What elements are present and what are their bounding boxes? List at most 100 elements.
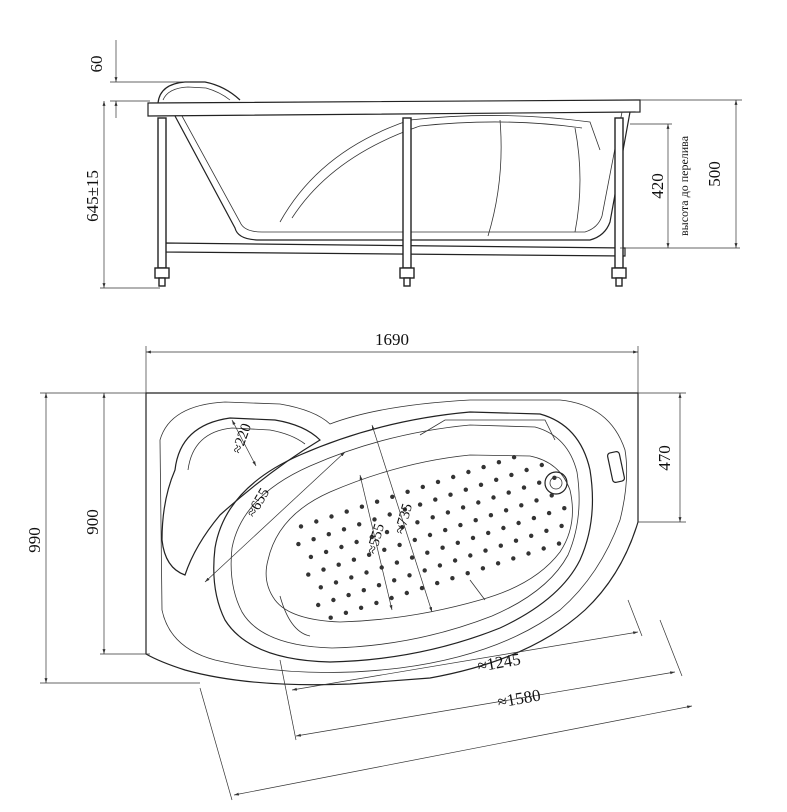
jet-hole xyxy=(372,517,377,522)
jet-hole xyxy=(524,467,529,473)
jet-hole xyxy=(511,556,516,561)
dim-overflow-note: высота до перелива xyxy=(677,135,691,236)
dim-overflow-label: 420 xyxy=(648,173,667,199)
jet-hole xyxy=(404,590,409,596)
jet-hole xyxy=(552,475,557,480)
jet-hole xyxy=(420,484,425,490)
jet-hole xyxy=(521,485,527,490)
jet-hole xyxy=(331,597,336,603)
jet-hole xyxy=(519,503,524,508)
jet-hole xyxy=(440,545,445,550)
jet-hole xyxy=(308,554,314,560)
jet-hole xyxy=(405,489,410,494)
jet-hole xyxy=(425,550,430,555)
jet-hole xyxy=(539,462,544,468)
jet-hole xyxy=(349,575,354,580)
jet-hole xyxy=(339,544,344,550)
jet-hole xyxy=(529,533,534,538)
jet-hole xyxy=(314,519,319,524)
jet-hole xyxy=(427,532,433,538)
jet-hole xyxy=(306,572,311,577)
jet-hole xyxy=(358,605,364,610)
jet-hole xyxy=(298,524,304,529)
hydromassage-jets xyxy=(296,455,567,620)
jet-hole xyxy=(513,538,519,543)
jet-hole xyxy=(526,551,531,556)
jet-hole xyxy=(364,570,369,575)
side-leg-2 xyxy=(402,117,412,269)
jet-hole xyxy=(478,482,484,487)
jet-hole xyxy=(466,469,471,475)
jet-hole xyxy=(503,508,509,513)
jet-hole xyxy=(495,561,501,566)
jet-hole xyxy=(382,547,387,552)
jet-hole xyxy=(323,549,329,555)
jet-hole xyxy=(346,592,351,598)
jet-hole xyxy=(359,504,365,509)
dim-headrest-depth-label: ≈220 xyxy=(229,421,255,455)
jet-hole xyxy=(328,615,333,620)
jet-hole xyxy=(409,555,415,560)
jet-hole xyxy=(407,573,412,578)
jet-hole xyxy=(344,509,349,514)
jet-hole xyxy=(390,494,395,499)
drain-icon xyxy=(544,471,568,495)
jet-hole xyxy=(455,540,460,545)
jet-hole xyxy=(509,472,514,478)
jet-hole xyxy=(516,520,521,526)
dim-width-label: 990 xyxy=(25,527,44,553)
jet-hole xyxy=(534,498,539,503)
jet-hole xyxy=(443,527,448,533)
dim-headrest-label: 60 xyxy=(87,56,106,73)
jet-hole xyxy=(357,522,362,527)
jet-hole xyxy=(476,500,481,505)
dim-bowl-length-label: ≈1245 xyxy=(476,649,522,675)
jet-hole xyxy=(473,518,478,523)
jet-hole xyxy=(296,541,301,547)
dim-diagonal-length-label: ≈1580 xyxy=(496,685,542,711)
jet-hole xyxy=(376,583,382,588)
jet-hole xyxy=(437,563,443,568)
jet-hole xyxy=(549,493,554,498)
jet-hole xyxy=(541,546,546,551)
jet-hole xyxy=(321,567,326,572)
jet-hole xyxy=(496,460,502,465)
jet-hole xyxy=(483,548,488,553)
dim-length-label: 1690 xyxy=(375,330,409,349)
jet-hole xyxy=(329,514,334,519)
jet-hole xyxy=(450,576,455,581)
jet-hole xyxy=(387,512,392,517)
side-headrest xyxy=(157,81,241,104)
jet-hole xyxy=(435,580,440,586)
side-leg-1 xyxy=(157,117,167,269)
jet-hole xyxy=(374,499,380,504)
jet-hole xyxy=(445,510,451,515)
jet-hole xyxy=(354,539,359,545)
jet-hole xyxy=(311,537,316,542)
jet-hole xyxy=(448,492,453,497)
jet-hole xyxy=(415,520,420,525)
jet-hole xyxy=(506,490,511,495)
side-tub-body xyxy=(174,111,631,241)
dim-inner-width-label: 900 xyxy=(83,509,102,535)
jet-hole xyxy=(463,487,468,492)
jet-hole xyxy=(460,505,466,510)
dim-narrow-end-label: 470 xyxy=(655,445,674,471)
jet-hole xyxy=(544,528,549,533)
jet-hole xyxy=(486,530,491,536)
jet-hole xyxy=(318,585,323,590)
jet-hole xyxy=(537,480,542,485)
jet-hole xyxy=(422,568,427,573)
jet-hole xyxy=(562,506,567,511)
top-view: 1690 990 900 470 ≈220 ≈655 ≈735 ≈555 ≈12… xyxy=(25,330,693,801)
jet-hole xyxy=(451,474,456,480)
side-leg-3 xyxy=(614,117,624,269)
side-backrest xyxy=(279,115,601,223)
jet-hole xyxy=(389,595,394,601)
jet-hole xyxy=(412,537,417,543)
jet-hole xyxy=(374,600,379,606)
jet-hole xyxy=(452,558,458,563)
jet-hole xyxy=(480,566,486,571)
dim-total-height-label: 645±15 xyxy=(83,170,102,222)
